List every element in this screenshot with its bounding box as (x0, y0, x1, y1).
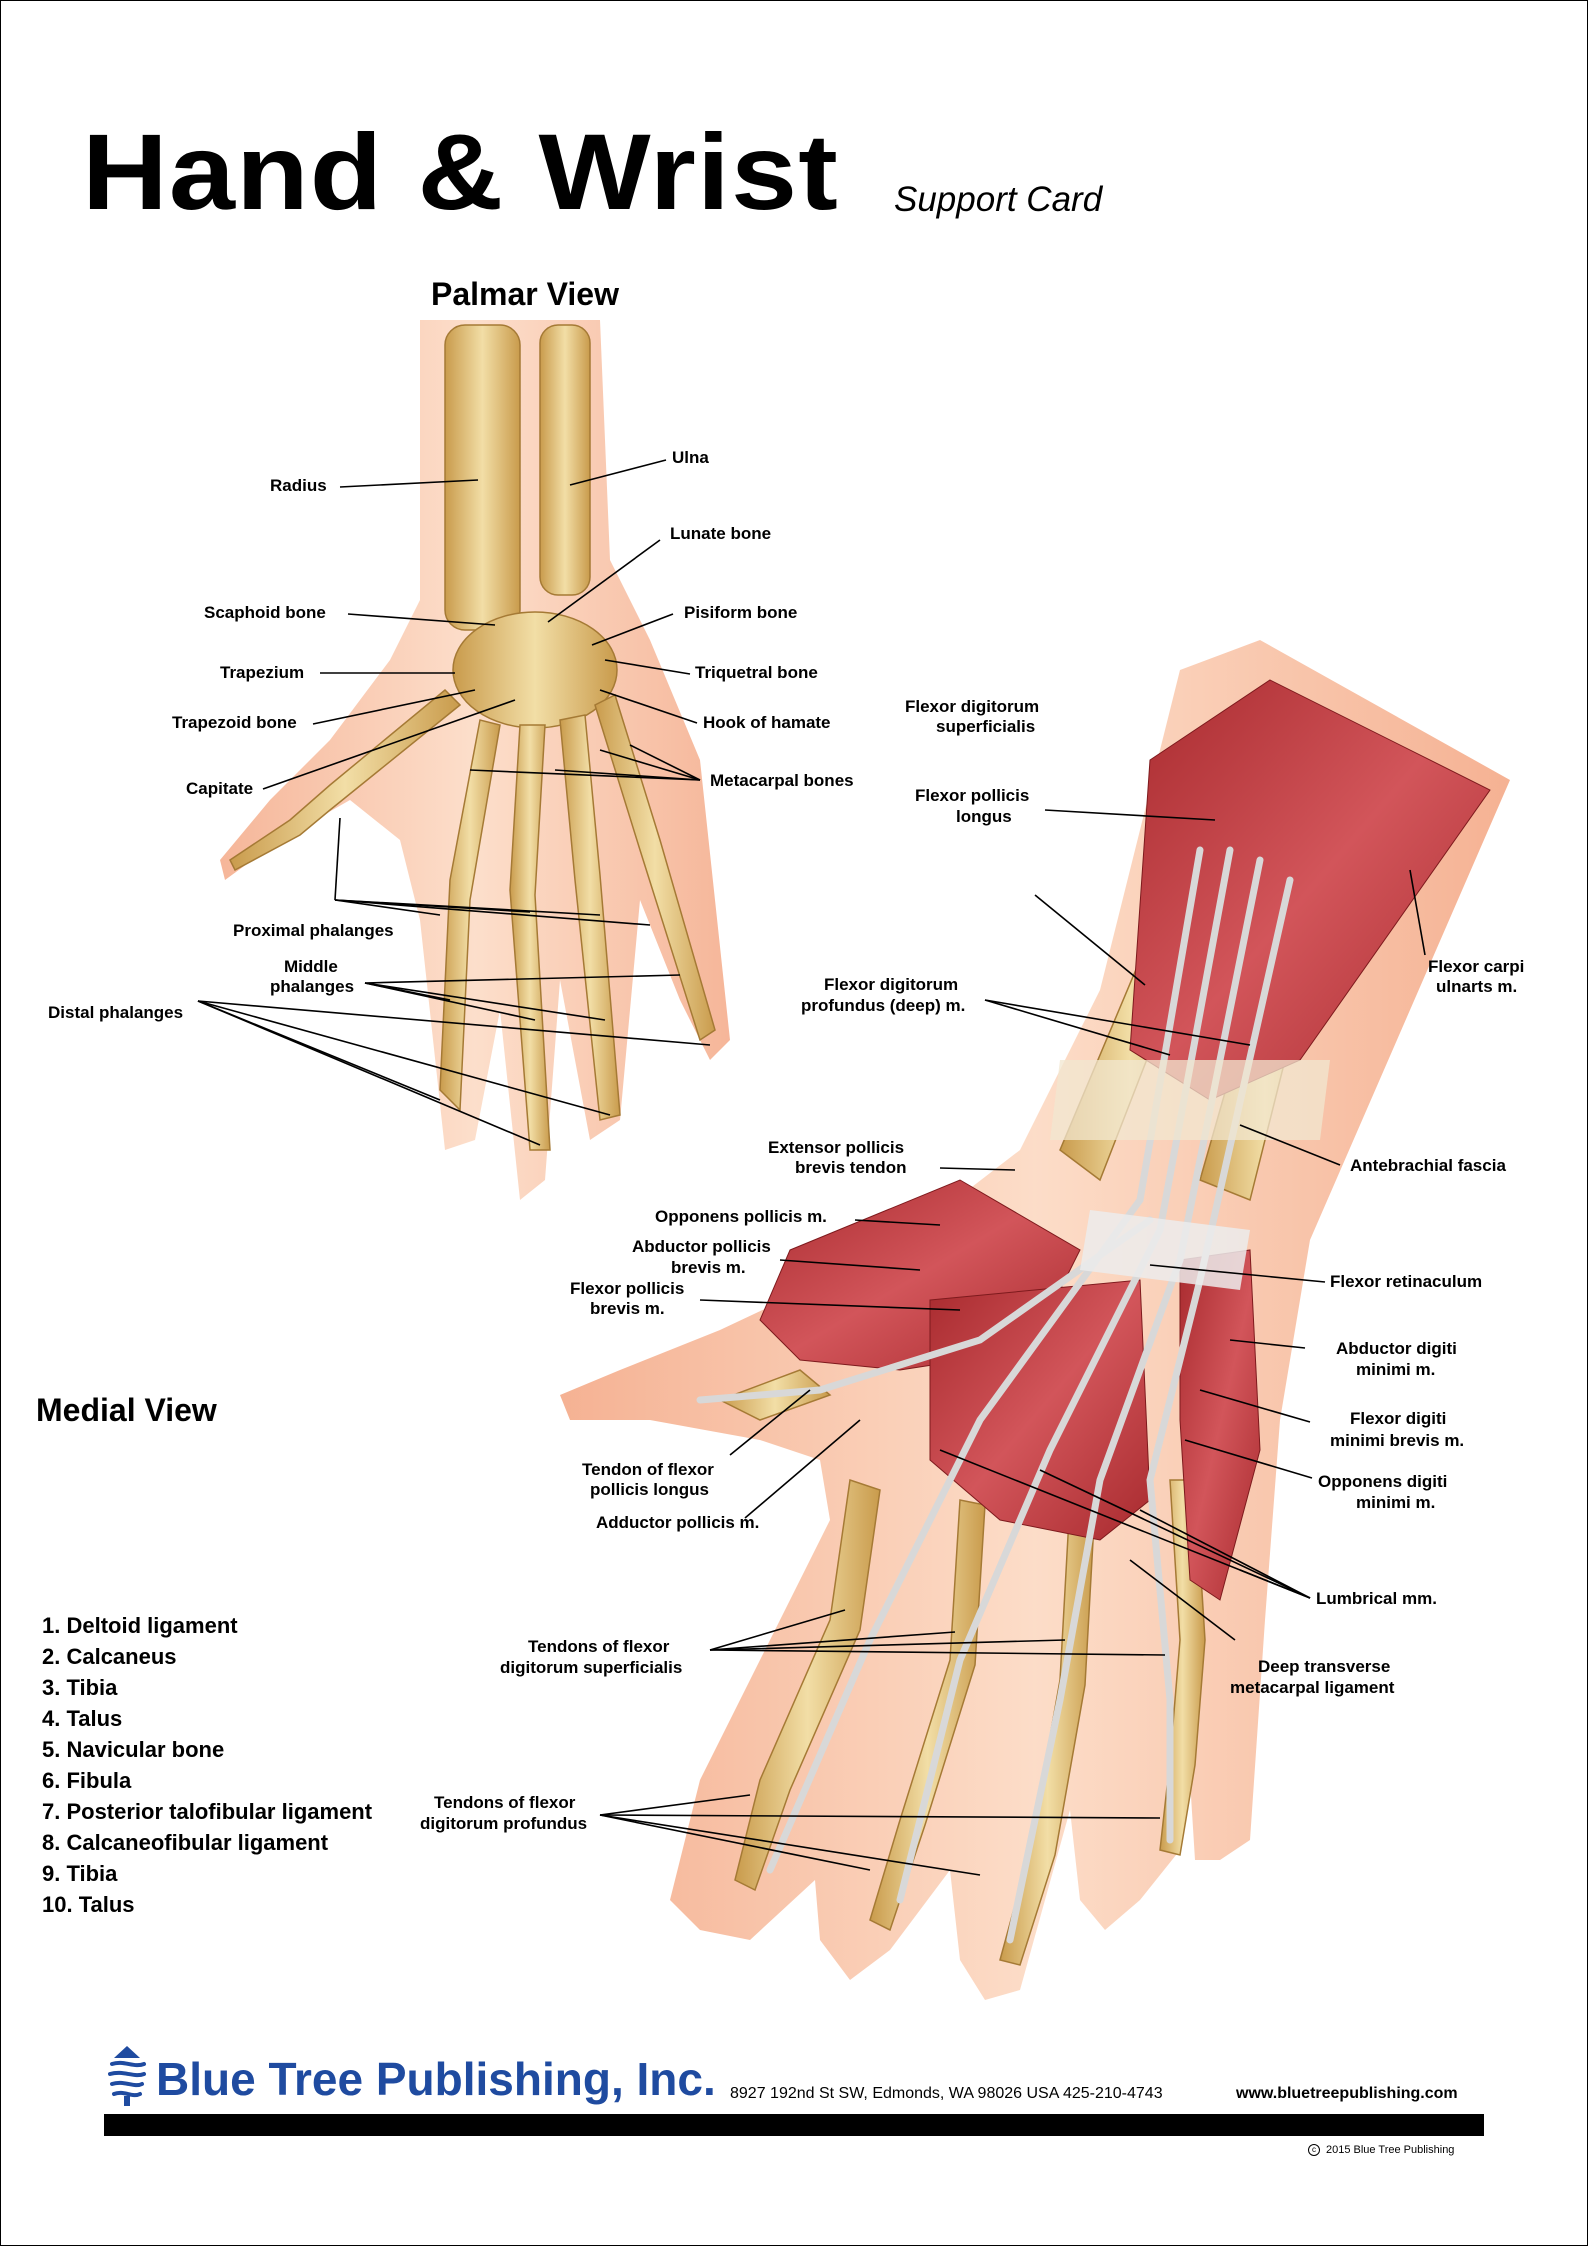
page-title: Hand & Wrist (82, 111, 839, 232)
legend-item: 7. Posterior talofibular ligament (42, 1799, 373, 1824)
hypothenar-muscles (1179, 1249, 1261, 1601)
label-apb-line2: brevis m. (671, 1258, 746, 1277)
label-opponens-pollicis: Opponens pollicis m. (655, 1207, 827, 1226)
label-epb-line1: Extensor pollicis (768, 1138, 904, 1157)
legend-item: 2. Calcaneus (42, 1644, 177, 1669)
label-scaphoid: Scaphoid bone (204, 603, 326, 622)
legend-item: 4. Talus (42, 1706, 123, 1731)
palmar-labels: Radius Ulna Lunate bone Scaphoid bone Pi… (48, 448, 854, 1022)
antebrachial-fascia-band (1050, 1060, 1330, 1140)
label-dtml-line2: metacarpal ligament (1230, 1678, 1395, 1697)
legend-item: 5. Navicular bone (42, 1737, 225, 1762)
label-fpb-line2: brevis m. (590, 1299, 665, 1318)
label-adm-line1: Abductor digiti (1336, 1339, 1457, 1358)
label-fpl-line1: Flexor pollicis (915, 786, 1029, 805)
palmar-view-title: Palmar View (431, 276, 619, 312)
medial-view-title: Medial View (36, 1392, 217, 1428)
radius-bone (444, 324, 521, 631)
index-finger-bones (439, 719, 501, 1112)
label-odm-line1: Opponens digiti (1318, 1472, 1447, 1491)
tendon-thumb (696, 1216, 1154, 1404)
ring-finger-bones (559, 714, 621, 1121)
medial-labels: Flexor digitorum superficialis Flexor po… (420, 697, 1524, 1833)
label-dtml-line1: Deep transverse (1258, 1657, 1390, 1676)
label-capitate: Capitate (186, 779, 253, 798)
label-apb-line1: Abductor pollicis (632, 1237, 771, 1256)
medial-middle-bones (869, 1499, 986, 1932)
legend-item: 10. Talus (42, 1892, 135, 1917)
footer-bar (104, 2114, 1484, 2136)
label-hamate: Hook of hamate (703, 713, 831, 732)
label-fdmb-line2: minimi brevis m. (1330, 1431, 1464, 1450)
publisher-name: Blue Tree Publishing, Inc. (156, 2053, 716, 2105)
publisher-url[interactable]: www.bluetreepublishing.com (1236, 2085, 1458, 2102)
label-tfpl-line1: Tendon of flexor (582, 1460, 714, 1479)
palmar-bones (229, 324, 716, 1151)
label-antebrachial: Antebrachial fascia (1350, 1156, 1506, 1175)
carpal-cluster (452, 611, 618, 729)
label-odm-line2: minimi m. (1356, 1493, 1435, 1512)
medial-index-bones (734, 1479, 881, 1892)
label-tfds-line2: digitorum superficialis (500, 1658, 682, 1677)
thumb-bones (229, 688, 462, 872)
label-ulna: Ulna (672, 448, 709, 467)
label-fpl-line2: longus (956, 807, 1012, 826)
label-proximal: Proximal phalanges (233, 921, 394, 940)
label-middle-line1: Middle (284, 957, 338, 976)
label-tfds-line1: Tendons of flexor (528, 1637, 670, 1656)
label-fcu-line1: Flexor carpi (1428, 957, 1524, 976)
label-tfdp-line2: digitorum profundus (420, 1814, 587, 1833)
label-pisiform: Pisiform bone (684, 603, 797, 622)
label-trapezoid: Trapezoid bone (172, 713, 297, 732)
label-trapezium: Trapezium (220, 663, 304, 682)
legend-item: 8. Calcaneofibular ligament (42, 1830, 329, 1855)
label-fds-line1: Flexor digitorum (905, 697, 1039, 716)
medial-muscles (759, 679, 1491, 1601)
label-fdp-line1: Flexor digitorum (824, 975, 958, 994)
label-radius: Radius (270, 476, 327, 495)
legend-list: 1. Deltoid ligament 2. Calcaneus 3. Tibi… (42, 1610, 372, 1920)
tendon-little (1146, 876, 1294, 1844)
palm-muscles (929, 1279, 1151, 1541)
palmar-leader-lines (197, 459, 711, 1146)
legend-item: 1. Deltoid ligament (42, 1613, 238, 1638)
copyright-icon: c (1308, 2144, 1320, 2157)
label-epb-line2: brevis tendon (795, 1158, 906, 1177)
label-adductor: Adductor pollicis m. (596, 1513, 759, 1532)
page-subtitle: Support Card (894, 180, 1103, 219)
publisher-address: 8927 192nd St SW, Edmonds, WA 98026 USA … (730, 2085, 1163, 2102)
label-middle-line2: phalanges (270, 977, 354, 996)
medial-leader-lines (599, 809, 1426, 1876)
label-fdp-line2: profundus (deep) m. (801, 996, 965, 1015)
legend-item: 9. Tibia (42, 1861, 118, 1886)
label-fcu-line2: ulnarts m. (1436, 977, 1517, 996)
label-fds-line2: superficialis (936, 717, 1035, 736)
label-tfpl-line2: pollicis longus (590, 1480, 709, 1499)
legend-item: 6. Fibula (42, 1768, 132, 1793)
label-triquetral: Triquetral bone (695, 663, 818, 682)
label-distal: Distal phalanges (48, 1003, 183, 1022)
blue-tree-logo-icon (108, 2046, 146, 2106)
label-fpb-line1: Flexor pollicis (570, 1279, 684, 1298)
copyright: c 2015 Blue Tree Publishing (1308, 2144, 1455, 2157)
ulna-bone (539, 324, 591, 596)
legend-item: 3. Tibia (42, 1675, 118, 1700)
label-retinaculum: Flexor retinaculum (1330, 1272, 1482, 1291)
label-adm-line2: minimi m. (1356, 1360, 1435, 1379)
middle-finger-bones (509, 724, 551, 1151)
label-lunate: Lunate bone (670, 524, 771, 543)
label-metacarpal: Metacarpal bones (710, 771, 854, 790)
label-lumbrical: Lumbrical mm. (1316, 1589, 1437, 1608)
copyright-text: 2015 Blue Tree Publishing (1326, 2144, 1455, 2156)
label-tfdp-line1: Tendons of flexor (434, 1793, 576, 1812)
label-fdmb-line1: Flexor digiti (1350, 1409, 1446, 1428)
